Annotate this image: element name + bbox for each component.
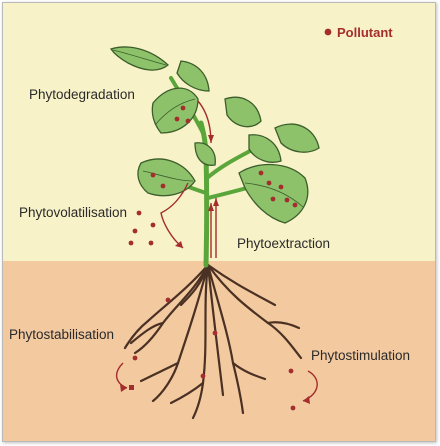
- pollutant-dot: [150, 222, 156, 228]
- pollutant-dot: [132, 228, 138, 234]
- soil-region: [3, 261, 435, 441]
- pollutant-dot: [290, 405, 296, 411]
- pollutant-dot: [148, 240, 154, 246]
- pollutant-dot: [270, 196, 276, 202]
- phytoremediation-diagram: Pollutant Phytodegradation Phytovolatili…: [3, 3, 435, 441]
- pollutant-dot: [212, 330, 218, 336]
- legend-label: Pollutant: [337, 25, 393, 40]
- leaf-top-right: [176, 60, 210, 92]
- pollutant-dot: [185, 118, 191, 124]
- pollutant-dot: [150, 172, 156, 178]
- label-phytodegradation: Phytodegradation: [29, 87, 135, 102]
- pollutant-dot: [165, 297, 171, 303]
- leaf-veins: [112, 49, 304, 208]
- label-phytoextraction: Phytoextraction: [237, 236, 330, 251]
- air-region: [3, 3, 435, 261]
- label-phytostimulation: Phytostimulation: [311, 348, 410, 363]
- pollutant-dot: [136, 210, 142, 216]
- leaf-lower-left: [137, 158, 196, 197]
- leaf-far-right: [274, 123, 320, 153]
- pollutant-dot: [160, 183, 166, 189]
- pollutant-dot: [258, 170, 264, 176]
- pollutant-dot: [180, 105, 186, 111]
- pollutant-dot: [128, 240, 134, 246]
- leaf-right-mid: [248, 134, 282, 163]
- leaves: [109, 46, 320, 224]
- label-phytostabilisation: Phytostabilisation: [9, 327, 114, 342]
- leaf-center: [194, 142, 216, 166]
- pollutant-dots: [128, 105, 298, 411]
- phytovolatilisation-arrow: [160, 182, 189, 249]
- pollutant-dot: [284, 197, 290, 203]
- pollutant-dot: [288, 368, 294, 374]
- leaf-lower-right: [238, 163, 309, 224]
- pollutant-square: [129, 385, 134, 390]
- pollutant-dot-icon: [324, 28, 332, 36]
- pollutant-dot: [132, 355, 138, 361]
- leaf-right-top: [224, 96, 262, 128]
- root-system: [123, 263, 303, 420]
- pollutant-dot: [174, 116, 180, 122]
- diagram-frame: Pollutant Phytodegradation Phytovolatili…: [2, 2, 436, 442]
- pollutant-dot: [292, 202, 298, 208]
- pollutant-dot: [278, 184, 284, 190]
- pollutant-dot: [266, 180, 272, 186]
- leaf-top-left: [109, 46, 169, 71]
- arrowheads: [120, 135, 310, 404]
- label-phytovolatilisation: Phytovolatilisation: [19, 205, 127, 220]
- pollutant-dot: [200, 373, 206, 379]
